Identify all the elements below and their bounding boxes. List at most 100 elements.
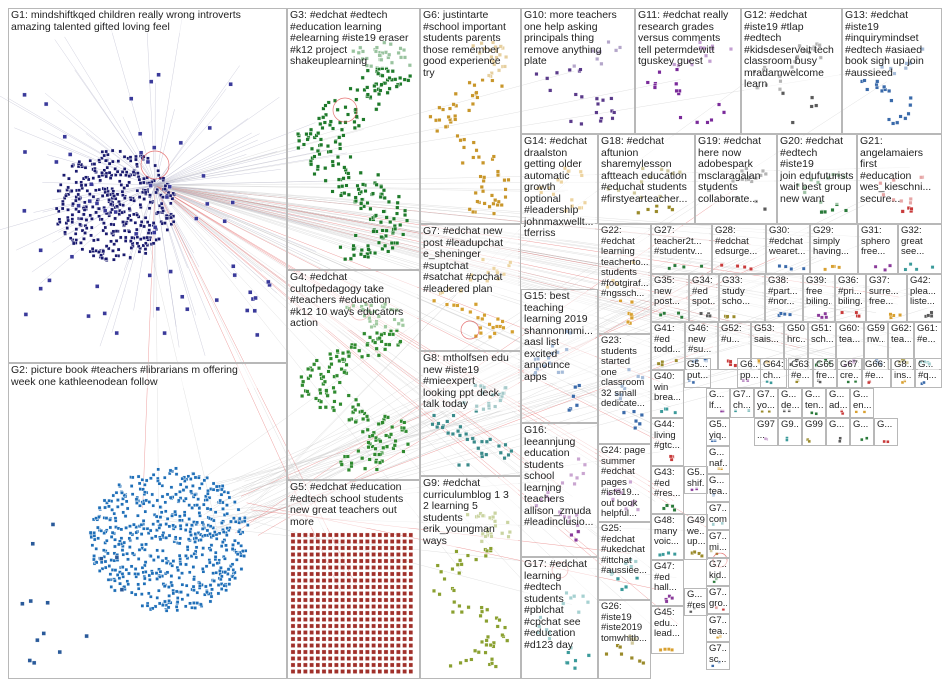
edge [154,151,278,186]
edge [64,36,156,186]
vertex [157,237,161,241]
cluster-label: G... de... [781,390,799,411]
vertex [155,306,161,312]
vertex [113,209,118,215]
cluster-small: G6... pp... [737,358,761,388]
vertex [148,200,153,204]
vertex [118,173,123,177]
cluster-label: G... en... [853,390,871,411]
vertex [124,170,129,174]
vertex [124,567,129,572]
vertex [79,216,84,221]
vertex [115,204,119,209]
vertex [104,174,109,179]
edge [47,154,156,186]
cluster-small: G... #res... [684,588,708,616]
cluster-g29: G29: simply having... [810,224,858,274]
cluster-small: G7... sc... [706,642,730,670]
vertex [167,594,171,598]
vertex [152,558,156,562]
vertex [169,222,174,227]
edge [154,184,563,488]
vertex [201,173,206,179]
vertex [123,235,128,240]
vertex [82,208,87,212]
vertex [204,564,209,569]
vertex [214,297,219,303]
vertex [100,156,104,161]
vertex [163,183,168,188]
vertex [67,152,73,157]
vertex [151,221,156,225]
vertex [77,188,81,193]
vertex [56,222,60,226]
cluster-label: G6: justintarte #school important studen… [423,10,518,79]
cluster-g2: G2: picture book #teachers #librarians m… [8,363,287,679]
vertex [137,195,142,199]
vertex [147,223,152,228]
edge [154,184,324,223]
cluster-label: G23: students started one classroom 32 s… [601,336,648,410]
cluster-small: G99 [802,418,826,446]
cluster-small: G... de... [778,388,802,418]
vertex [165,228,170,232]
vertex [171,191,176,196]
vertex [120,210,124,215]
vertex [91,194,96,199]
cluster-label: G2: picture book #teachers #librarians m… [11,365,284,388]
vertex [135,241,140,246]
cluster-label: G50: hrc... [787,324,805,345]
vertex [168,269,173,274]
vertex [152,230,157,235]
edge [154,147,305,186]
vertex [89,182,94,187]
vertex [138,150,144,155]
vertex [22,208,27,214]
vertex [129,239,133,243]
vertex [90,205,95,209]
vertex [121,220,125,224]
vertex [82,237,86,241]
cluster-g5: G5: #edchat #education #edtech school st… [287,480,420,679]
cluster-small: G... [850,418,874,446]
vertex [63,230,67,235]
vertex [231,264,236,269]
vertex [135,188,140,193]
cluster-label: G20: #edchat #edtech #iste19 join edufut… [780,136,854,205]
vertex [148,183,153,188]
vertex [160,206,165,210]
edge [239,289,925,494]
vertex [112,194,116,198]
vertex [122,167,127,171]
vertex [121,193,125,198]
vertex [178,140,184,146]
vertex [70,220,75,224]
cluster-label: G7... sc... [709,644,727,665]
edge [154,184,320,229]
cluster-g47: G47: #ed hall... [651,560,684,606]
vertex [142,197,146,201]
vertex [141,243,146,248]
vertex [255,332,260,338]
edge [99,184,156,347]
vertex [111,159,115,164]
vertex [159,201,164,206]
edge [154,11,184,186]
cluster-label: G3: #edchat #edtech #education learning … [290,10,417,68]
cluster-small: G... en... [850,388,874,418]
vertex [174,492,178,497]
cluster-label: G6... pp... [740,360,758,381]
vertex [112,242,116,247]
cluster-label: G65: fre... [816,360,834,381]
vertex [134,525,138,529]
cluster-label: G7... com... [709,504,727,525]
cluster-g27: G27: teacher2t... #studentv... [651,224,712,274]
vertex [80,247,85,252]
cluster-small: G... naf... [706,446,730,474]
edge [217,418,467,524]
vertex [112,511,117,516]
cluster-g23: G23: students started one classroom 32 s… [598,334,651,444]
vertex [103,225,108,230]
vertex [105,538,109,543]
